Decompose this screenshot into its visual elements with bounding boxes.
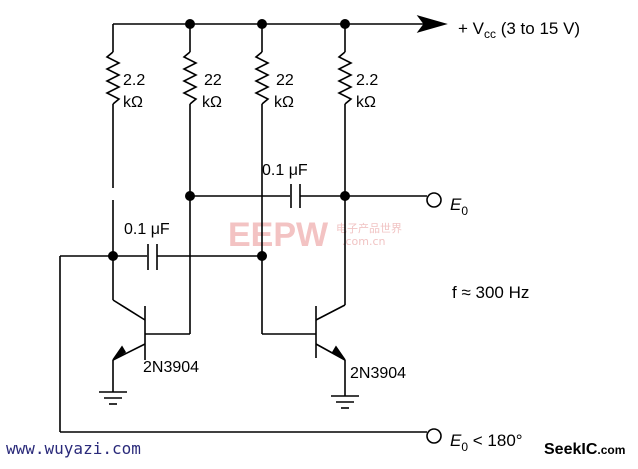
r2-unit: kΩ [202, 94, 222, 111]
supply-rail [113, 15, 448, 33]
vcc-label: + Vcc (3 to 15 V) [458, 19, 580, 41]
q2-part-number: 2N3904 [350, 365, 406, 382]
junction-r2-cap [185, 191, 195, 201]
junction-r3-cap [257, 251, 267, 261]
r3-unit: kΩ [274, 94, 294, 111]
upper-coupling-network [190, 184, 427, 208]
seekic-site-label: SeekIC.com [544, 441, 625, 458]
eepw-watermark-url: .com.cn [342, 235, 386, 248]
wuyazi-site-label: www.wuyazi.com [6, 439, 141, 458]
transistor-q2 [262, 304, 359, 409]
lower-cap-label: 0.1 μF [124, 221, 170, 238]
upper-cap-label: 0.1 μF [262, 162, 308, 179]
q1-part-number: 2N3904 [143, 359, 199, 376]
eepw-watermark: EEPW 电子产品世界 .com.cn [228, 216, 402, 254]
r2-value: 22 [204, 72, 222, 89]
r3-value: 22 [276, 72, 294, 89]
resistor-branches [105, 24, 353, 334]
r4-unit: kΩ [356, 94, 376, 111]
junction-r4-cap [340, 191, 350, 201]
e0-shift-terminal [426, 428, 442, 444]
eepw-watermark-subtitle: 电子产品世界 [336, 221, 402, 235]
eepw-watermark-logo: EEPW [228, 216, 329, 254]
e0-label: E0 [450, 195, 468, 218]
transistor-q1 [99, 256, 190, 405]
frequency-label: f ≈ 300 Hz [452, 283, 529, 302]
r1-unit: kΩ [123, 94, 143, 111]
e0-shift-label: E0 < 180° [450, 431, 523, 454]
r4-value: 2.2 [356, 72, 378, 89]
e0-terminal [426, 192, 442, 208]
r1-value: 2.2 [123, 72, 145, 89]
lower-coupling-network [59, 244, 427, 433]
